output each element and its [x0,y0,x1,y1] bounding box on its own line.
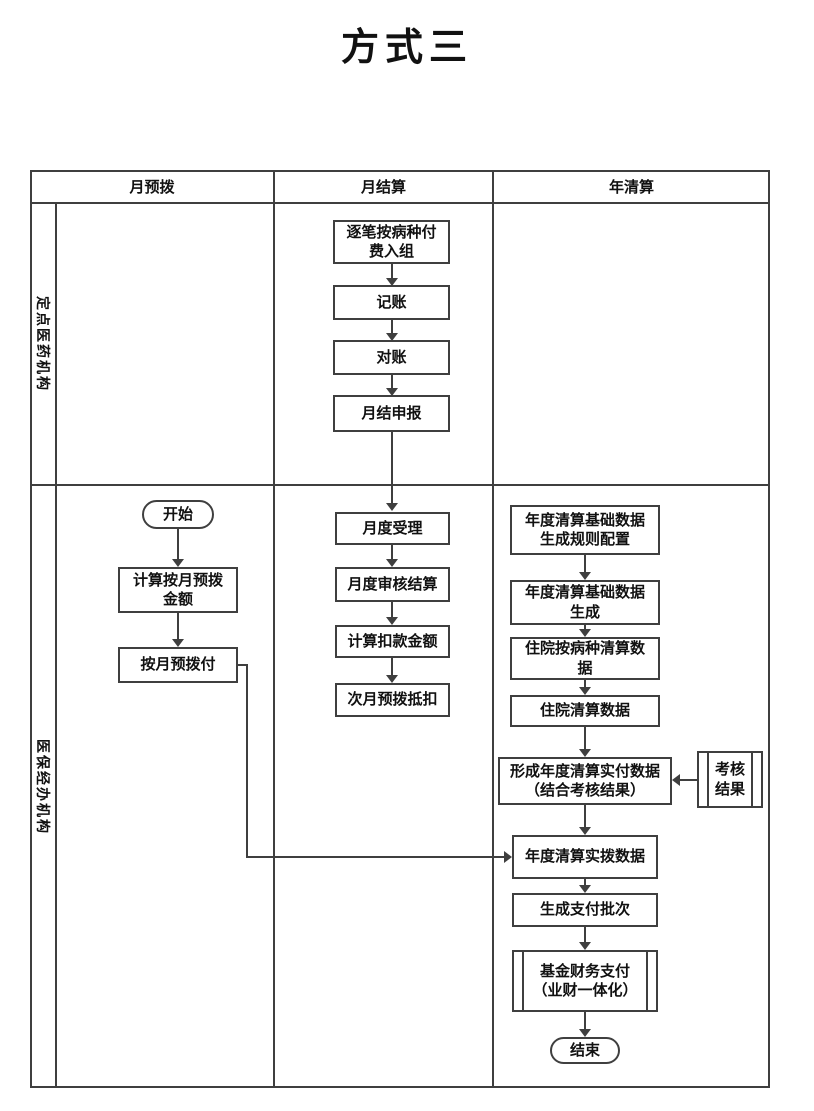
connector-segment [680,779,697,781]
node-start: 开始 [142,500,214,529]
node-per-case-grouping: 逐笔按病种付 费入组 [333,220,450,264]
header-divider-line [30,202,770,204]
node-annual-base-generate: 年度清算基础数据 生成 [510,580,660,625]
node-annual-rule-config: 年度清算基础数据 生成规则配置 [510,505,660,555]
lane-divider-line [30,484,770,486]
node-generate-pay-batch: 生成支付批次 [512,893,658,927]
node-next-month-offset: 次月预拨抵扣 [335,683,450,717]
node-calc-deduction: 计算扣款金额 [335,625,450,658]
node-inpatient-clearing: 住院清算数据 [510,695,660,727]
flow-arrow [172,529,184,567]
column-header-settle: 月结算 [360,178,406,196]
node-bookkeeping: 记账 [333,285,450,320]
column-divider-1 [273,170,275,1088]
node-inpatient-by-disease: 住院按病种清算数 据 [510,637,660,680]
flow-arrow [386,375,398,396]
connector-segment [238,664,248,666]
flow-arrow [386,658,398,683]
column-header-clear: 年清算 [608,178,654,196]
flow-arrow [579,555,591,580]
flow-arrow [386,545,398,567]
node-fund-finance-pay: 基金财务支付 （业财一体化） [512,950,658,1012]
connector-segment [246,664,248,857]
connector-arrowhead [672,774,680,786]
row-label-agency-text: 医保经办机构 [34,738,50,835]
row-label-hospital: 定点医药机构 [30,203,56,484]
page-title: 方式三 [340,24,473,69]
node-annual-actual-allocate: 年度清算实拨数据 [512,835,658,879]
node-calc-monthly-prepay: 计算按月预拨 金额 [118,567,238,613]
node-assess-result: 考核 结果 [697,751,763,808]
rowlabel-divider-line [55,202,57,1088]
flow-arrow [386,602,398,625]
node-end: 结束 [550,1037,620,1064]
flow-arrow [386,320,398,341]
flow-arrow [579,879,591,893]
flow-arrow-cross-lane [386,432,398,511]
node-monthly-accept: 月度受理 [335,512,450,545]
node-form-actual-pay: 形成年度清算实付数据 （结合考核结果） [498,757,672,805]
node-monthly-prepay: 按月预拨付 [118,647,238,683]
flow-arrow [579,680,591,695]
flow-arrow [386,263,398,286]
flow-arrow [579,1012,591,1037]
row-label-agency: 医保经办机构 [30,485,56,1088]
node-reconciliation: 对账 [333,340,450,375]
flow-arrow [172,613,184,647]
column-header-prepay: 月预拨 [129,178,175,196]
row-label-hospital-text: 定点医药机构 [34,295,50,392]
connector-arrowhead [504,851,512,863]
flow-arrow [579,625,591,637]
node-monthly-audit-settle: 月度审核结算 [335,567,450,602]
node-monthly-declare: 月结申报 [333,395,450,432]
flow-arrow [579,727,591,757]
flow-arrow [579,927,591,950]
column-divider-2 [492,170,494,1088]
table-outer-border [30,170,770,1088]
flow-arrow [579,805,591,835]
connector-segment [246,856,504,858]
